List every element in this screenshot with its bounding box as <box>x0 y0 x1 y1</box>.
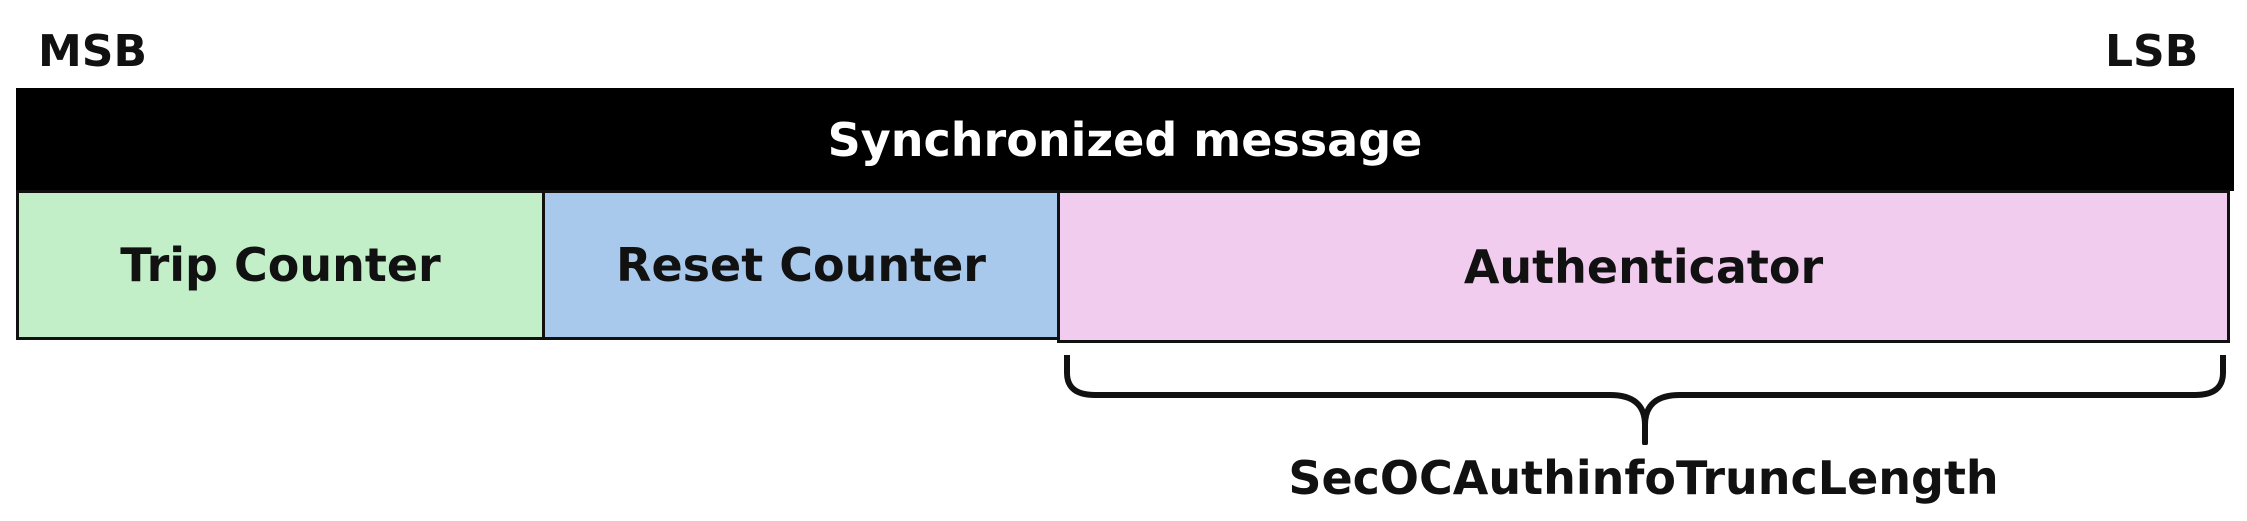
authenticator-field: Authenticator <box>1057 190 2230 343</box>
trip-counter-label: Trip Counter <box>120 238 441 292</box>
synchronized-message-label: Synchronized message <box>827 112 1423 167</box>
trip-counter-field: Trip Counter <box>16 190 545 340</box>
reset-counter-field: Reset Counter <box>542 190 1060 340</box>
secoc-authinfo-trunc-length-label: SecOCAuthinfoTruncLength <box>1288 451 1999 505</box>
reset-counter-label: Reset Counter <box>616 238 986 292</box>
synchronized-message-bar: Synchronized message <box>16 88 2234 191</box>
curly-brace-path <box>1064 355 2226 445</box>
curly-brace <box>1064 355 2226 445</box>
authenticator-label: Authenticator <box>1463 239 1824 294</box>
msb-label: MSB <box>38 26 148 77</box>
lsb-label: LSB <box>2105 26 2199 77</box>
